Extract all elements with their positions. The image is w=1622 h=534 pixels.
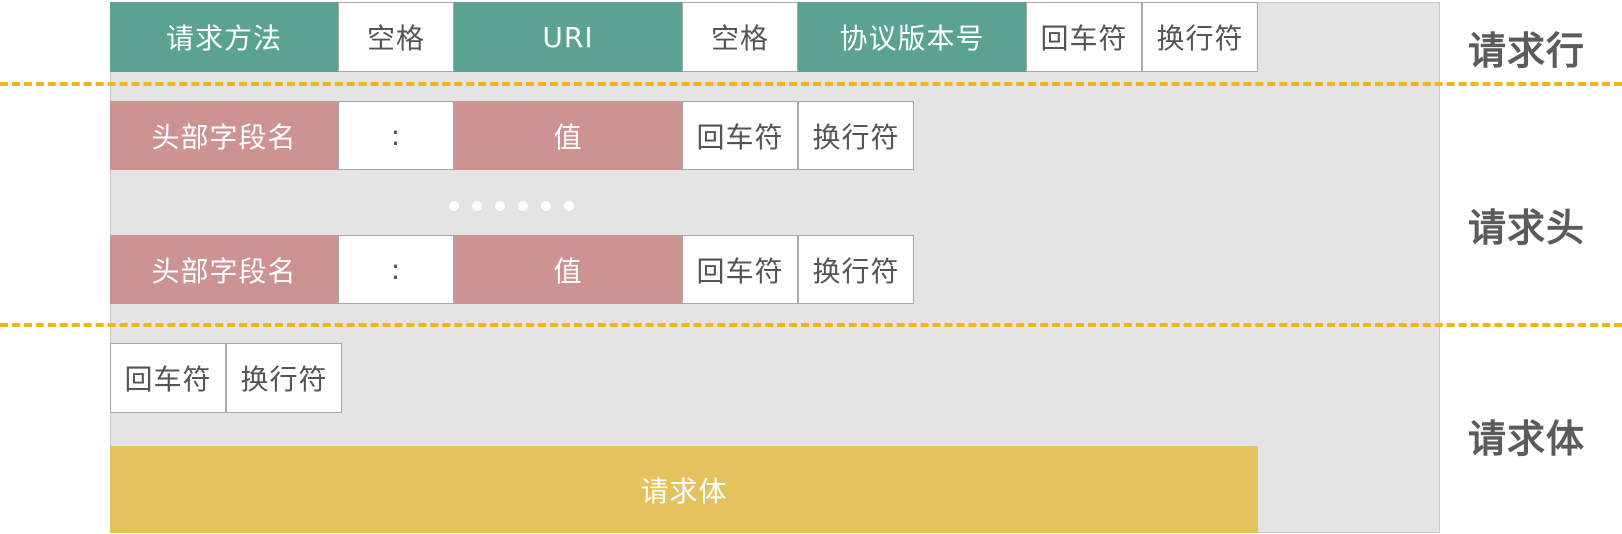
ellipsis-dot <box>541 201 551 211</box>
colon-box: : <box>338 101 454 170</box>
request-method-box: 请求方法 <box>110 2 338 72</box>
colon-box: : <box>338 235 454 304</box>
line-feed-box: 换行符 <box>226 343 342 413</box>
section-divider <box>0 323 1622 327</box>
carriage-return-box: 回车符 <box>110 343 226 413</box>
header-value-box: 值 <box>454 101 682 170</box>
carriage-return-box: 回车符 <box>682 235 798 304</box>
carriage-return-box: 回车符 <box>1026 2 1142 72</box>
space-box: 空格 <box>682 2 798 72</box>
request-body-box: 请求体 <box>110 446 1258 533</box>
space-box: 空格 <box>338 2 454 72</box>
line-feed-box: 换行符 <box>1142 2 1258 72</box>
ellipsis-dot <box>449 201 459 211</box>
line-feed-box: 换行符 <box>798 235 914 304</box>
ellipsis-dot <box>472 201 482 211</box>
section-label-request-line: 请求行 <box>1468 29 1586 73</box>
ellipsis-dot <box>564 201 574 211</box>
uri-box: URI <box>454 2 682 72</box>
section-label-request-headers: 请求头 <box>1468 206 1586 250</box>
header-field-name-box: 头部字段名 <box>110 235 338 304</box>
line-feed-box: 换行符 <box>798 101 914 170</box>
carriage-return-box: 回车符 <box>682 101 798 170</box>
protocol-version-box: 协议版本号 <box>798 2 1026 72</box>
header-value-box: 值 <box>454 235 682 304</box>
ellipsis-dot <box>495 201 505 211</box>
header-field-name-box: 头部字段名 <box>110 101 338 170</box>
ellipsis-dot <box>518 201 528 211</box>
section-divider <box>0 82 1622 86</box>
section-label-request-body: 请求体 <box>1468 417 1586 461</box>
